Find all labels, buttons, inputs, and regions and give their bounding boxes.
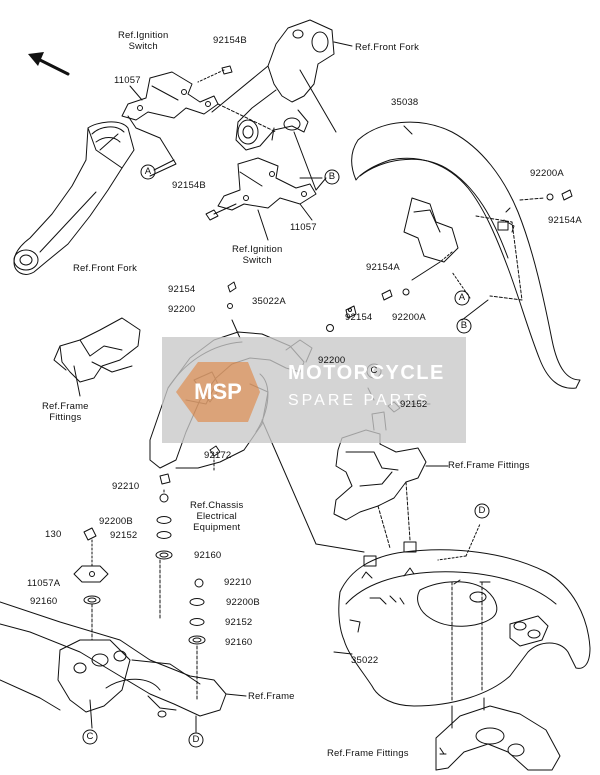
watermark-logo-text: MSP [194,379,242,404]
label-92154-left: 92154 [168,284,196,295]
label-92160-left: 92160 [194,550,222,561]
label-92200a-mid: 92200A [392,312,426,323]
label-11057-mid: 11057 [290,222,317,233]
fender-hardware [227,189,573,332]
label-92154b-top: 92154B [213,35,247,46]
label-92154a-mid: 92154A [366,262,400,273]
direction-arrow-icon [28,52,70,76]
callout-c-mid: C [370,365,378,376]
label-92154-right: 92154 [345,312,373,323]
label-35022a: 35022A [252,296,286,307]
label-35022: 35022 [351,655,379,666]
label-92152-lower: 92152 [225,617,253,628]
label-ref-frame: Ref.Frame [248,691,295,702]
label-ref-front-fork-left: Ref.Front Fork [73,263,138,274]
leader-lines-top [129,85,327,241]
label-92154a-right: 92154A [548,215,582,226]
label-ref-ignition-switch-top: Ref.Ignition Switch [118,30,169,52]
callout-a-fender: A [458,292,466,303]
watermark-line-2: SPARE PARTS [288,392,431,409]
label-92200b-left: 92200B [99,516,133,527]
watermark-line-1: MOTORCYCLE [288,362,445,384]
frame-lower [0,601,247,733]
callout-b-fender: B [460,320,468,331]
callout-d-bottom: D [192,734,200,745]
label-92152-top: 92152 [400,399,428,410]
label-35038: 35038 [391,97,419,108]
bolt-92154b-top [197,65,233,83]
label-11057-top: 11057 [114,75,141,86]
callout-circles [82,164,490,748]
label-ref-ignition-switch-mid: Ref.Ignition Switch [232,244,283,266]
label-ref-chassis-electrical: Ref.Chassis Electrical Equipment [190,500,244,533]
label-92210-left: 92210 [112,481,140,492]
frame-fitting-left [53,317,141,397]
hardware-column-right [188,578,206,701]
label-92154b-mid: 92154B [172,180,206,191]
label-11057a: 11057A [27,578,61,589]
label-ref-frame-fittings-mid: Ref.Frame Fittings [448,460,530,471]
ignition-bracket-top [121,71,219,177]
fork-upper-bracket [211,19,353,151]
label-92200-right: 92200 [318,355,346,366]
label-92200a-top: 92200A [530,168,564,179]
watermark-logo-icon: MSP [176,362,260,422]
callout-c-bottom: C [86,731,94,742]
label-92152-left: 92152 [110,530,138,541]
label-ref-frame-fittings-left: Ref.Frame Fittings [42,401,89,423]
label-ref-frame-fittings-bottom: Ref.Frame Fittings [327,748,409,759]
label-92200-left: 92200 [168,304,196,315]
callout-a-top: A [144,166,152,177]
rear-fender-35022 [338,541,591,707]
frame-fitting-bottom [435,579,561,771]
label-92160-far-left: 92160 [30,596,58,607]
label-92160-lower: 92160 [225,637,253,648]
label-92210-lower: 92210 [224,577,252,588]
callout-d-mid: D [478,505,486,516]
callout-b-top: B [328,171,336,182]
label-130: 130 [45,529,62,540]
hardware-column-left [155,445,221,621]
label-92200b-lower: 92200B [226,597,260,608]
bracket-11057a [73,527,109,641]
label-ref-front-fork-top: Ref.Front Fork [355,42,420,53]
front-fork-tube [13,121,135,275]
label-92172: 92172 [204,450,232,461]
